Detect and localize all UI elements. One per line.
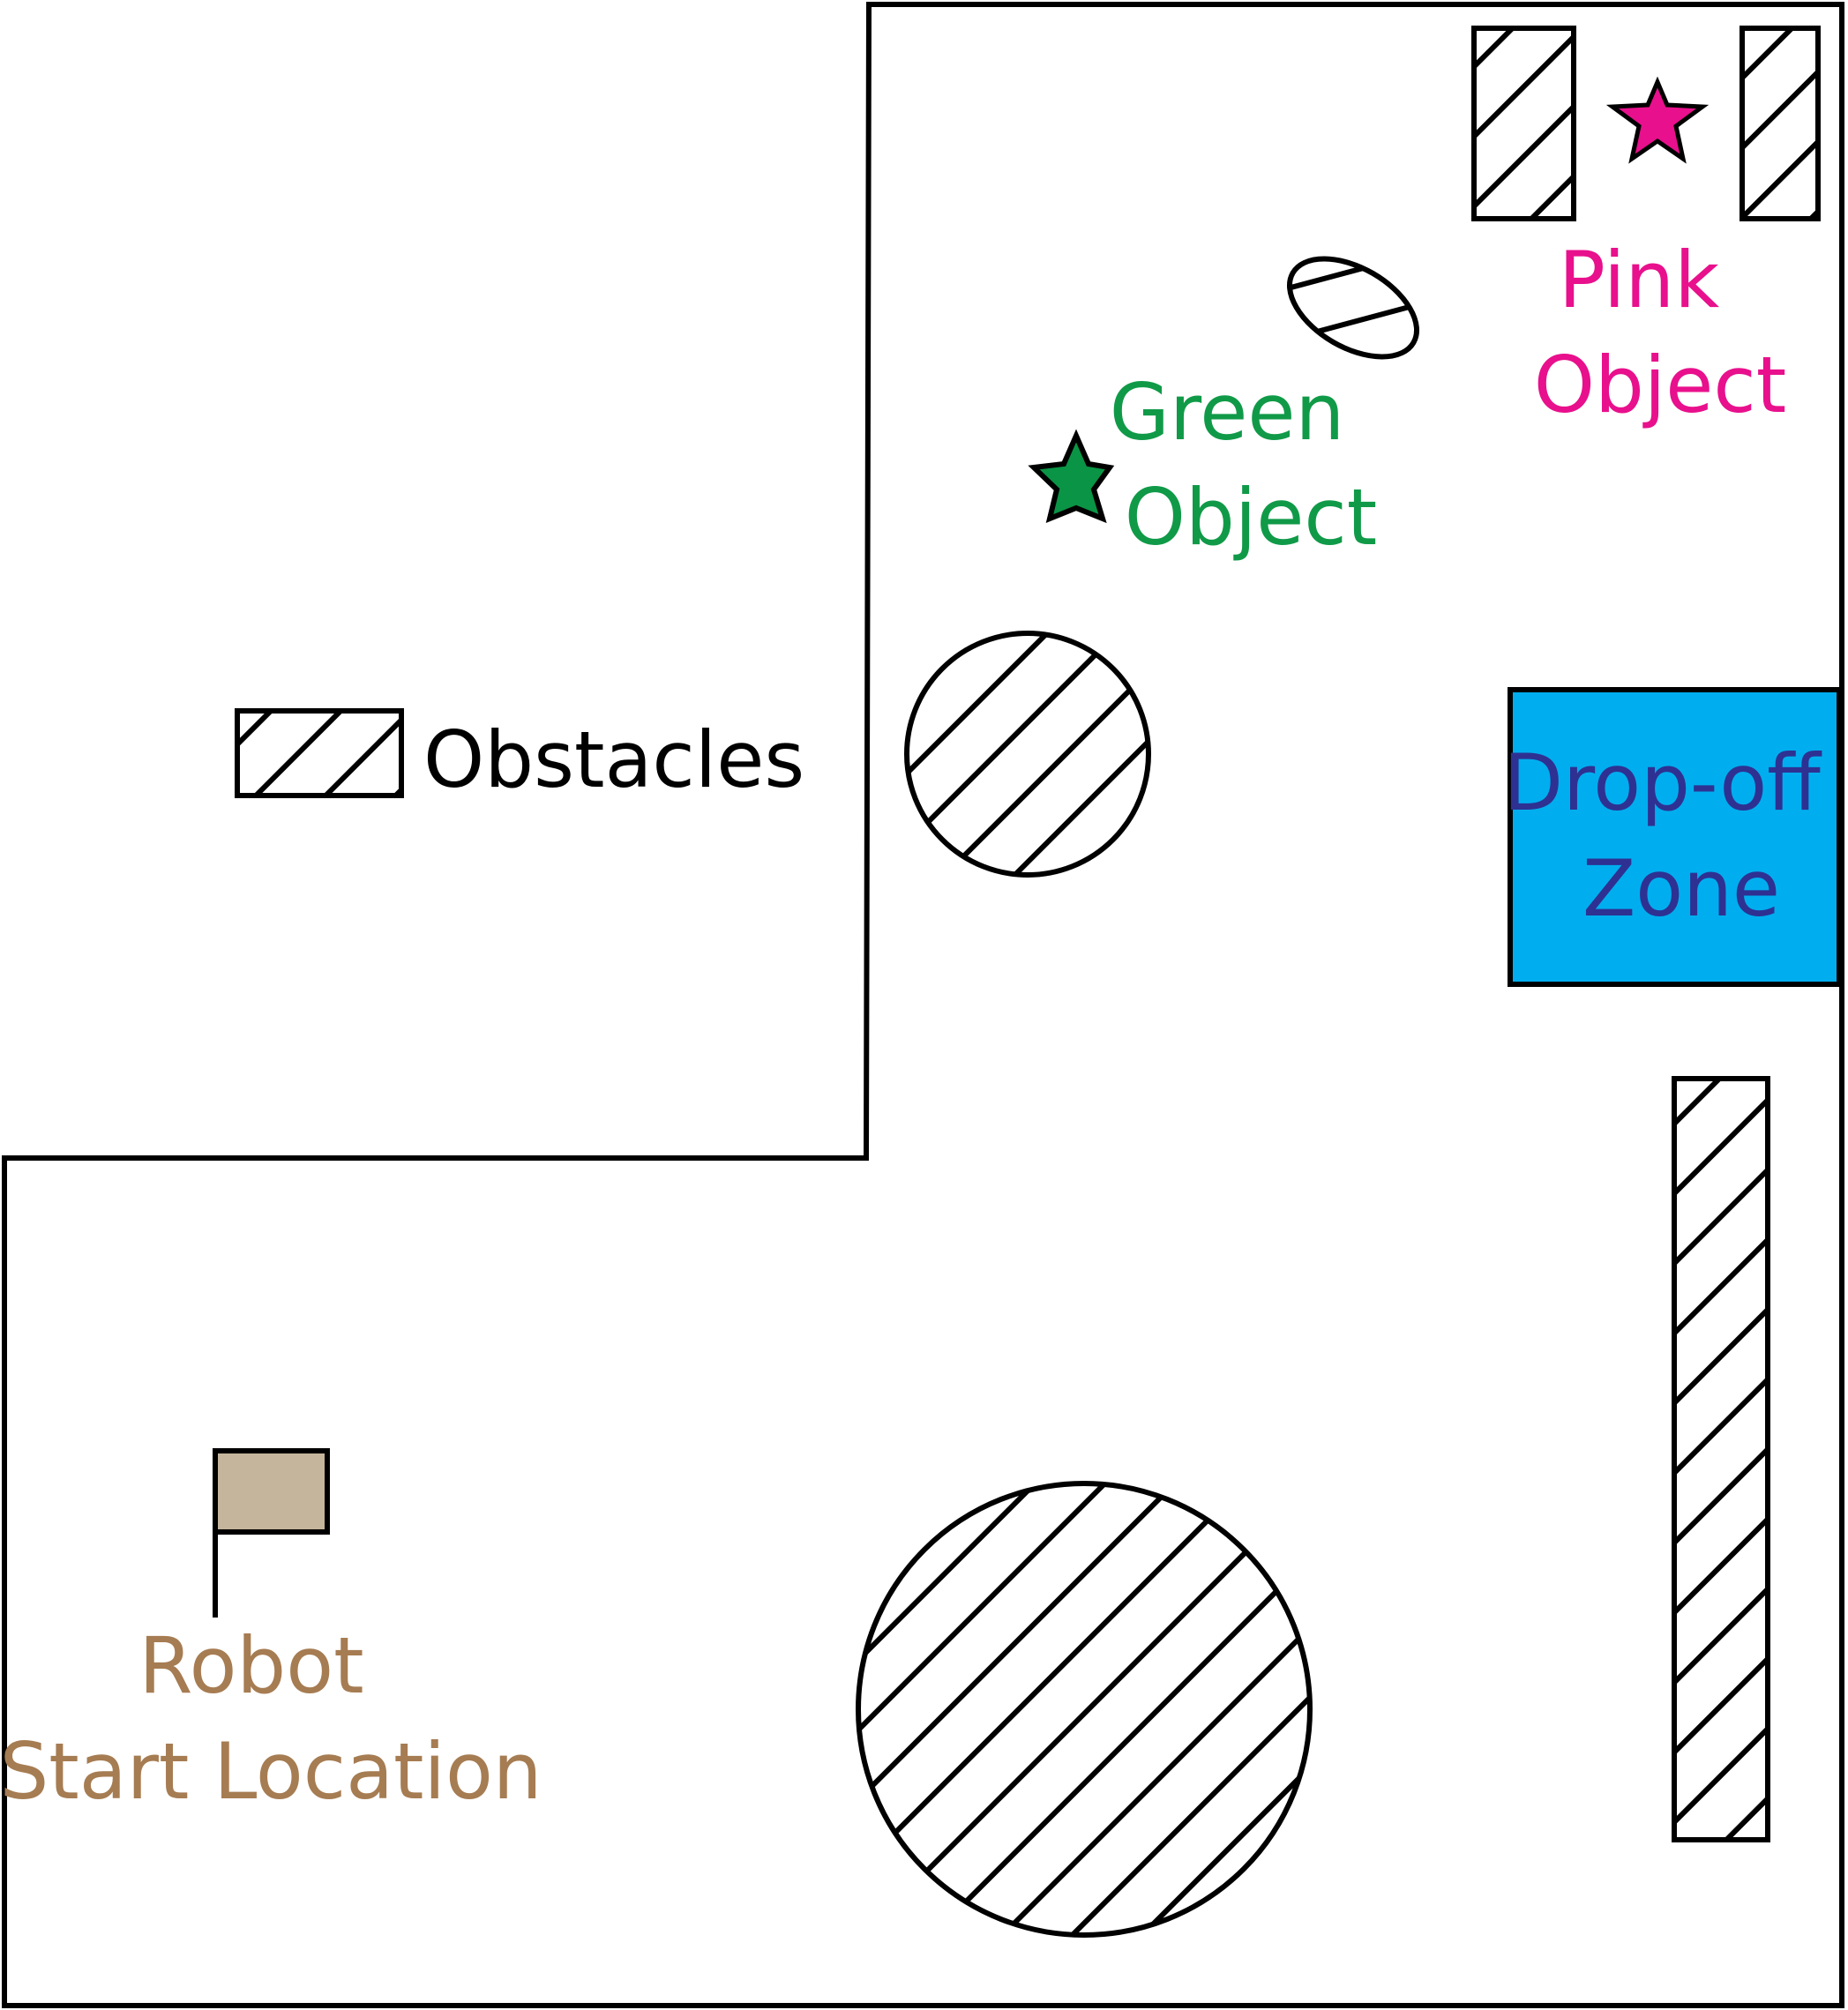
green-object-label: Green Object	[1110, 367, 1378, 563]
obstacle-circle-small	[904, 631, 1151, 878]
pink-object-label-line2: Object	[1534, 340, 1787, 430]
robot-start-flag-icon	[213, 1448, 330, 1618]
pink-object-label-line1: Pink	[1559, 235, 1719, 325]
green-object-star-icon	[1028, 429, 1115, 524]
dropoff-zone-label-line1: Drop-off	[1503, 737, 1822, 828]
green-object-label-line1: Green	[1110, 367, 1345, 458]
obstacle-rect-top-left	[1471, 26, 1576, 221]
obstacle-ellipse	[1286, 256, 1420, 360]
dropoff-zone	[1508, 687, 1842, 987]
legend-obstacle-swatch	[235, 708, 404, 798]
legend-obstacles-label: Obstacles	[423, 714, 804, 805]
pink-object-star-icon	[1605, 76, 1710, 164]
green-object-label-line2: Object	[1125, 472, 1378, 563]
pink-object-label: Pink Object	[1534, 235, 1787, 430]
robot-start-label-line2: Start Location	[0, 1726, 542, 1817]
robot-start-label-line1: Robot	[138, 1620, 363, 1711]
dropoff-zone-label: Drop-off Zone	[1503, 737, 1845, 934]
dropoff-zone-label-line2: Zone	[1582, 843, 1780, 934]
obstacle-circle-large	[856, 1481, 1313, 1938]
robot-start-label: Robot Start Location	[0, 1620, 542, 1817]
obstacle-rect-tall	[1672, 1076, 1770, 1842]
obstacle-rect-top-right	[1740, 26, 1821, 221]
